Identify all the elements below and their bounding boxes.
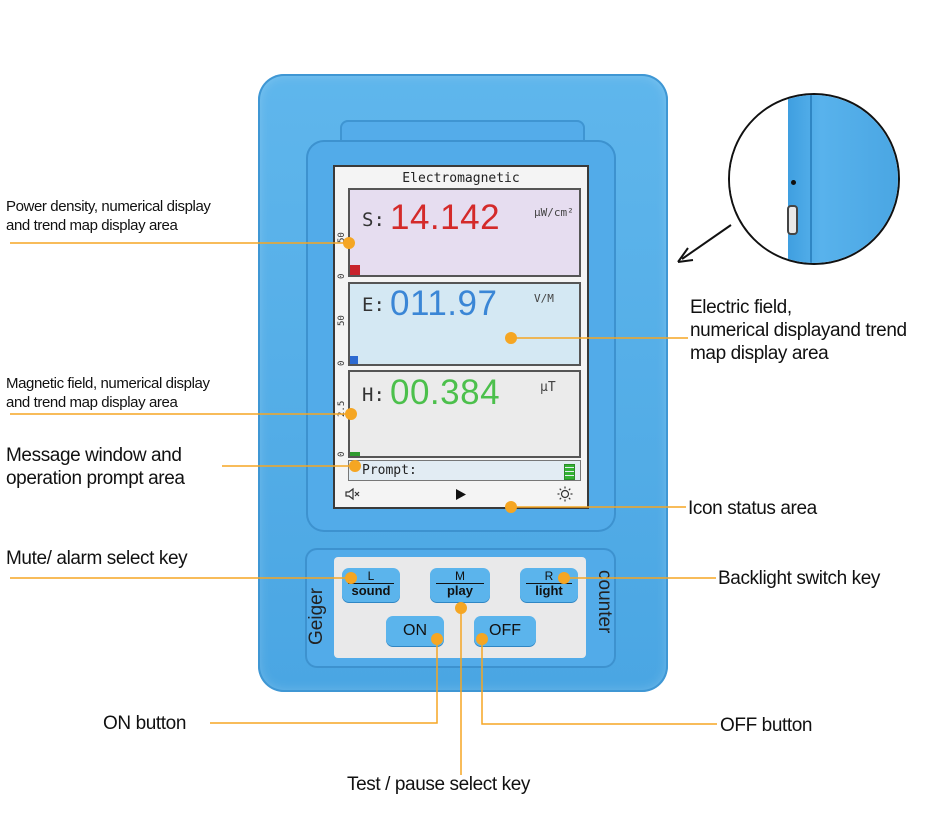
key-m-play[interactable]: M play: [430, 568, 490, 602]
e-axis-bottom: 0: [337, 360, 347, 366]
callout-dot-message: [349, 460, 361, 472]
callout-magnetic-field: Magnetic field, numerical display and tr…: [6, 375, 210, 411]
key-m-bottom: play: [446, 583, 473, 598]
key-l-bottom: sound: [351, 583, 391, 598]
callout-dot-test: [455, 602, 467, 614]
icon-status-row: [335, 483, 587, 507]
side-port-inset: [728, 93, 900, 265]
h-unit: μT: [540, 380, 556, 395]
h-label: H:: [362, 384, 385, 406]
callout-message-window: Message window and operation prompt area: [6, 445, 185, 489]
s-label: S:: [362, 209, 385, 231]
callout-test-pause: Test / pause select key: [347, 774, 531, 795]
s-axis-bottom: 0: [337, 273, 347, 279]
callout-on-button: ON button: [103, 713, 187, 734]
prompt-text: Prompt:: [362, 463, 417, 478]
screen-title: Electromagnetic: [402, 171, 520, 186]
e-label: E:: [362, 294, 385, 316]
key-l-top: L: [367, 569, 375, 583]
callout-dot-power: [343, 237, 355, 249]
h-axis-bottom: 0: [337, 451, 347, 457]
callout-dot-electric: [505, 332, 517, 344]
key-m-divider: [436, 583, 484, 584]
callout-dot-mute: [345, 572, 357, 584]
electric-field-panel: E: 011.97 V/M: [348, 282, 581, 366]
s-value: 14.142: [390, 198, 501, 237]
h-value: 00.384: [390, 373, 501, 412]
play-icon: [456, 489, 466, 500]
callout-off-button: OFF button: [720, 715, 813, 736]
callout-dot-magnetic: [345, 408, 357, 420]
key-r-bottom: light: [535, 583, 563, 598]
e-axis-top: 50: [337, 315, 347, 326]
key-r-top: R: [544, 569, 554, 583]
callout-mute-key: Mute/ alarm select key: [6, 548, 188, 569]
e-value: 011.97: [390, 284, 498, 323]
prompt-bar: Prompt:: [348, 460, 581, 481]
callout-dot-off: [476, 633, 488, 645]
left-side-word: Geiger: [306, 587, 327, 645]
e-trend-bars: [350, 356, 358, 364]
callout-dot-backlight: [558, 572, 570, 584]
s-trend-bars: [350, 265, 360, 275]
e-unit: V/M: [534, 292, 554, 305]
right-side-word: counter: [594, 570, 615, 634]
usb-port-icon: [787, 205, 798, 235]
key-l-sound[interactable]: L sound: [342, 568, 400, 602]
callout-dot-on: [431, 633, 443, 645]
lcd-screen: Electromagnetic S: 14.142 μW/cm² 50 0 E:…: [333, 165, 589, 509]
reset-hole-icon: [791, 180, 796, 185]
callout-backlight: Backlight switch key: [718, 568, 881, 589]
callout-power-density: Power density, numerical display and tre…: [6, 198, 211, 234]
power-density-panel: S: 14.142 μW/cm²: [348, 188, 581, 277]
magnetic-field-panel: H: 00.384 μT: [348, 370, 581, 458]
key-r-light[interactable]: R light: [520, 568, 578, 602]
callout-dot-icon-status: [505, 501, 517, 513]
key-r-divider: [526, 583, 572, 584]
brightness-icon: [557, 486, 573, 502]
s-unit: μW/cm²: [534, 206, 574, 219]
callout-electric-field: Electric field, numerical displayand tre…: [690, 297, 907, 364]
key-m-top: M: [455, 569, 465, 583]
h-trend-bars: [350, 452, 360, 456]
key-l-divider: [348, 583, 394, 584]
inset-arrow-icon: [677, 224, 732, 263]
callout-icon-status: Icon status area: [688, 498, 817, 519]
speaker-icon: [345, 487, 360, 501]
battery-icon: [564, 464, 575, 480]
